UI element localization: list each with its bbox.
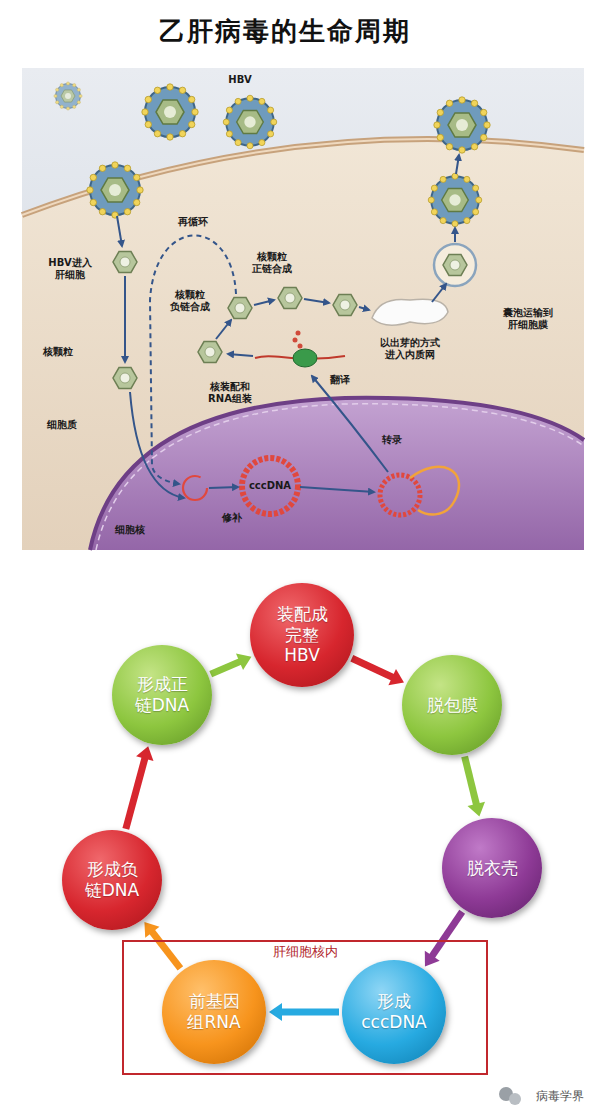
illustration-label: 细胞质: [47, 419, 77, 431]
illustration-label: 核颗粒 正链合成: [252, 251, 292, 274]
illustration-label: HBV进入 肝细胞: [48, 257, 91, 280]
cycle-step-circle: 装配成 完整 HBV: [250, 583, 354, 687]
arrow-head: [425, 951, 440, 967]
illustration-label: HBV: [228, 74, 251, 86]
arrow-head: [144, 922, 159, 938]
cycle-step-circle: 形成 cccDNA: [342, 960, 446, 1064]
step-text: 装配成 完整 HBV: [277, 604, 328, 666]
illustration-label: 再循环: [178, 216, 208, 228]
illustration-label: 囊泡运输到 肝细胞膜: [503, 307, 553, 330]
cycle-arrow: [465, 756, 485, 816]
cycle-arrow: [352, 658, 404, 685]
step-text: 脱衣壳: [467, 858, 518, 879]
step-text: 脱包膜: [427, 695, 478, 716]
arrow-head: [269, 1003, 282, 1021]
arrow-shaft: [126, 758, 145, 829]
illustration-label: 核颗粒: [43, 346, 73, 358]
illustration-label: 翻译: [330, 374, 350, 386]
arrow-head: [388, 669, 404, 685]
cycle-arrow: [269, 1003, 339, 1021]
cycle-step-circle: 形成负 链DNA: [62, 830, 162, 930]
cycle-step-circle: 脱包膜: [402, 655, 502, 755]
step-text: 形成正 链DNA: [135, 674, 189, 715]
illustration-label: cccDNA: [249, 480, 291, 492]
cycle-arrow: [144, 922, 180, 969]
arrow-shaft: [352, 658, 393, 677]
arrow-shaft: [281, 1009, 339, 1016]
illustration-label: 修补: [222, 512, 242, 524]
arrow-head: [136, 746, 153, 761]
illustration-label: 核颗粒 负链合成: [170, 289, 210, 312]
illustration-label: 转录: [382, 434, 402, 446]
step-text: 形成负 链DNA: [85, 859, 139, 900]
cycle-step-circle: 前基因 组RNA: [162, 960, 266, 1064]
cycle-step-circle: 脱衣壳: [442, 818, 542, 918]
arrow-shaft: [432, 912, 462, 957]
arrow-head: [236, 654, 251, 671]
illustration-label: 核装配和 RNA组装: [208, 381, 252, 404]
title: 乙肝病毒的生命周期: [0, 14, 570, 49]
arrow-shaft: [152, 931, 181, 968]
cycle-arrow: [126, 746, 154, 829]
cycle-step-circle: 形成正 链DNA: [112, 645, 212, 745]
illustration-label: 以出芽的方式 进入内质网: [380, 337, 440, 360]
cycle-arrow: [211, 654, 252, 675]
region-box: 肝细胞核内前基因 组RNA 形成 cccDNA: [122, 940, 488, 1075]
step-text: 前基因 组RNA: [187, 991, 240, 1032]
arrow-shaft: [211, 661, 241, 674]
watermark: 病毒学界: [536, 1090, 584, 1104]
step-text: 形成 cccDNA: [361, 991, 426, 1032]
arrow-shaft: [465, 756, 477, 804]
arrow-head: [468, 802, 485, 817]
region-heading: 肝细胞核内: [270, 944, 341, 960]
illustration-label: 细胞核: [115, 524, 145, 536]
